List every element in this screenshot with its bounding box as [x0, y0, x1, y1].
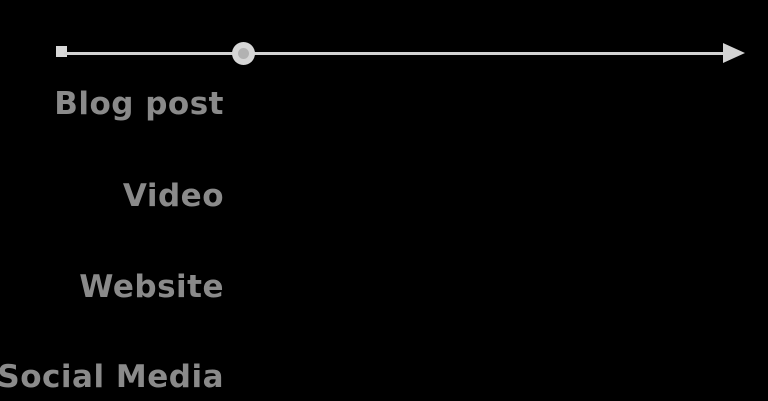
timeline-handle-dot-icon: [238, 48, 249, 59]
label-website: Website: [79, 269, 224, 305]
label-blog-post: Blog post: [54, 86, 224, 122]
timeline-start-square-icon: [56, 46, 67, 57]
timeline-handle[interactable]: [232, 42, 255, 65]
timeline-end-arrow-icon: [723, 43, 745, 63]
label-video: Video: [122, 178, 224, 214]
label-social-media: Social Media: [0, 359, 224, 395]
content-timeline-slider[interactable]: [0, 0, 768, 110]
timeline-track[interactable]: [64, 52, 729, 55]
